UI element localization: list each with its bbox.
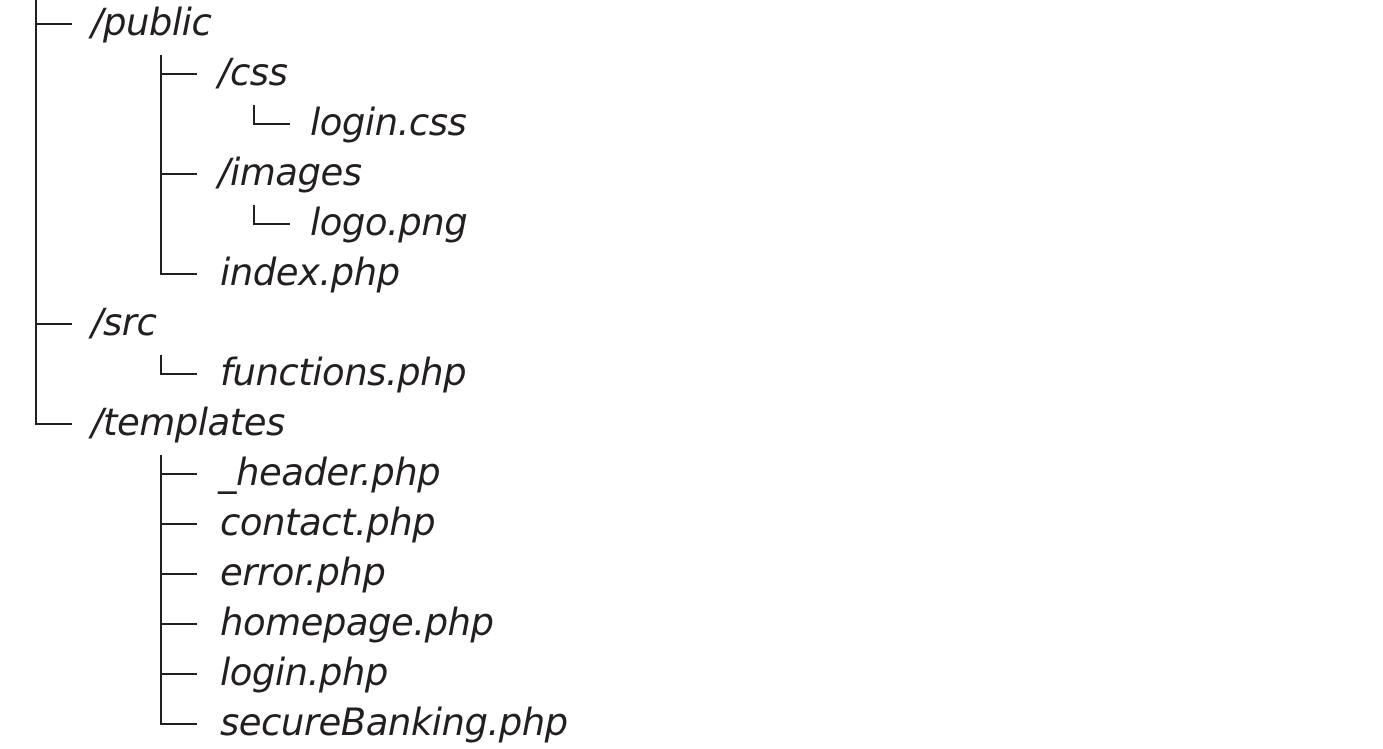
branch-header-php <box>160 473 197 475</box>
tree-item-securebanking-php[interactable]: secureBanking.php <box>220 701 568 744</box>
tree-item-public[interactable]: /public <box>91 1 212 44</box>
tree-item-logo-png[interactable]: logo.png <box>310 201 468 244</box>
tree-item-login-css[interactable]: login.css <box>310 101 467 144</box>
tree-item-contact-php[interactable]: contact.php <box>220 501 436 544</box>
tree-item-functions-php[interactable]: functions.php <box>220 351 467 394</box>
branch-functions-php <box>160 373 197 375</box>
tree-trunk-templates <box>160 455 162 723</box>
tree-item-css[interactable]: /css <box>218 51 288 94</box>
tree-item-homepage-php[interactable]: homepage.php <box>220 601 494 644</box>
tree-trunk-css <box>253 105 255 123</box>
tree-trunk-root <box>35 0 37 423</box>
branch-index-php <box>160 273 197 275</box>
tree-item-header-php[interactable]: _header.php <box>218 451 441 494</box>
branch-logo-png <box>253 223 290 225</box>
tree-item-error-php[interactable]: error.php <box>220 551 386 594</box>
branch-homepage-php <box>160 623 197 625</box>
tree-item-images[interactable]: /images <box>218 151 362 194</box>
branch-css <box>160 73 197 75</box>
tree-item-index-php[interactable]: index.php <box>220 251 400 294</box>
branch-public <box>35 23 72 25</box>
branch-images <box>160 173 197 175</box>
branch-templates <box>35 423 72 425</box>
tree-trunk-public <box>160 55 162 273</box>
tree-item-templates[interactable]: /templates <box>91 401 285 444</box>
branch-error-php <box>160 573 197 575</box>
branch-contact-php <box>160 523 197 525</box>
branch-login-php <box>160 673 197 675</box>
branch-login-css <box>253 123 290 125</box>
branch-src <box>35 323 72 325</box>
tree-trunk-images <box>253 205 255 223</box>
tree-item-src[interactable]: /src <box>91 301 157 344</box>
branch-securebanking-php <box>160 723 197 725</box>
tree-trunk-src <box>160 355 162 373</box>
tree-item-login-php[interactable]: login.php <box>220 651 388 694</box>
